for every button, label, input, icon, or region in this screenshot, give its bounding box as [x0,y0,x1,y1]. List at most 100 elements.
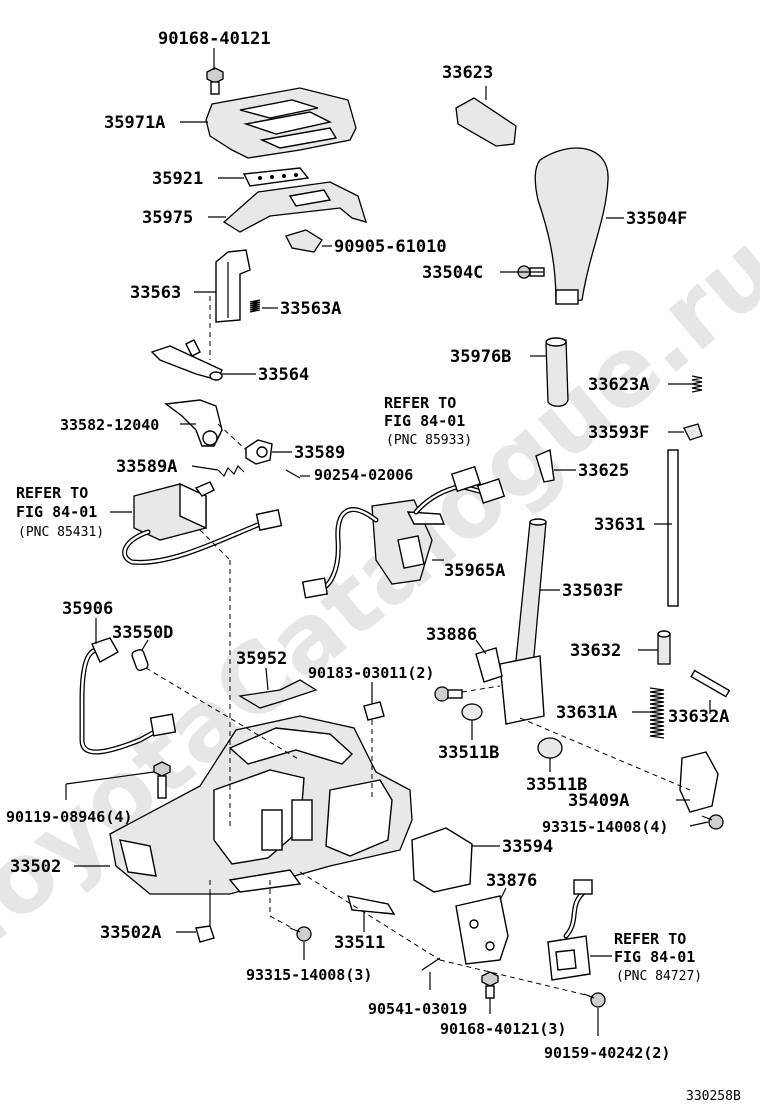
pin-90541-03019-part [421,957,441,971]
label-35906[interactable]: 35906 [62,599,113,619]
label-33582-12040[interactable]: 33582-12040 [60,416,159,434]
plate-35952-part [238,679,318,709]
ref-84727-line3[interactable]: (PNC 84727) [616,969,702,984]
bracket-33582-12040-part [164,399,223,447]
shaft-33511-part [347,895,396,915]
ref-84727-line2: FIG 84-01 [614,948,695,966]
labels: 90168-40121 35971A 35921 35975 90905-610… [6,29,741,1104]
label-93315-14008-4[interactable]: 93315-14008(4) [542,818,668,836]
indicator-35965A-part [371,499,446,585]
screw-90168-40121-3-part [481,971,499,999]
spring-33631A-part [649,687,665,739]
bracket-35409A-part [679,751,719,813]
screw-93315-14008-3-part [289,926,312,942]
label-33589[interactable]: 33589 [294,443,345,463]
label-35965A[interactable]: 35965A [444,561,505,581]
switch-connector-part [573,879,593,895]
label-33876[interactable]: 33876 [486,871,537,891]
ref-84727-line1: REFER TO [614,930,686,948]
label-35976B[interactable]: 35976B [450,347,511,367]
label-35975[interactable]: 35975 [142,208,193,228]
screw-90168-40121-part [206,67,224,95]
label-33886[interactable]: 33886 [426,625,477,645]
label-35409A[interactable]: 35409A [568,791,629,811]
label-33504C[interactable]: 33504C [422,263,483,283]
label-90905-61010[interactable]: 90905-61010 [334,237,447,257]
sleeve-35976B-part [545,337,569,407]
label-35971A[interactable]: 35971A [104,113,165,133]
lever-33564-part [150,339,223,381]
ref-85431-line1: REFER TO [16,484,88,502]
lamp-connector-part [149,713,177,737]
label-35921[interactable]: 35921 [152,169,203,189]
figure-code: 330258B [686,1089,741,1104]
ref-85933-line1: REFER TO [384,394,456,412]
grommet-33502A-part [195,925,215,943]
label-90541-03019[interactable]: 90541-03019 [368,1000,467,1018]
watermark: ToyotaCatalogue.ru [0,212,760,977]
pin-33632-part [657,630,671,665]
switch-84727-part [547,935,591,981]
label-33563[interactable]: 33563 [130,283,181,303]
lever-shaft-33503F-part [499,518,547,725]
ref-85431-line3[interactable]: (PNC 85431) [18,525,104,540]
slider-33563-part [215,249,251,323]
label-33625[interactable]: 33625 [578,461,629,481]
label-33631[interactable]: 33631 [594,515,645,535]
label-33503F[interactable]: 33503F [562,581,623,601]
label-35952[interactable]: 35952 [236,649,287,669]
assembly-lines [145,296,691,997]
cover-33594-part [411,827,473,893]
pin-33632A-part [690,669,731,698]
base-housing-33502-part [109,715,413,895]
spring-33563A-part [249,299,261,313]
cap-33593F-part [683,423,703,441]
plate-35921-part [242,167,310,187]
label-90254-02006[interactable]: 90254-02006 [314,466,413,484]
leader-lines [65,48,711,1036]
label-33511B-2[interactable]: 33511B [526,775,587,795]
label-90119-08946[interactable]: 90119-08946(4) [6,808,132,826]
label-33563A[interactable]: 33563A [280,299,341,319]
label-93315-14008-3[interactable]: 93315-14008(3) [246,966,372,984]
label-33632A[interactable]: 33632A [668,707,729,727]
label-90159-40242[interactable]: 90159-40242(2) [544,1044,670,1062]
label-90168-40121-3[interactable]: 90168-40121(3) [440,1020,566,1038]
bracket-33886-part [475,647,503,683]
solenoid-connector-part [255,509,283,531]
plate-33876-part [455,895,509,965]
ref-85933-line2: FIG 84-01 [384,412,465,430]
label-33504F[interactable]: 33504F [626,209,687,229]
label-90183-03011[interactable]: 90183-03011(2) [308,664,434,682]
ref-85933-line3[interactable]: (PNC 85933) [386,433,472,448]
label-33631A[interactable]: 33631A [556,703,617,723]
label-33511[interactable]: 33511 [334,933,385,953]
button-33623-part [455,97,517,147]
label-33594[interactable]: 33594 [502,837,553,857]
bushing-33511B-a-part [461,703,483,721]
label-33623[interactable]: 33623 [442,63,493,83]
label-33511B-1[interactable]: 33511B [438,743,499,763]
bolt-33886-part [434,686,463,702]
solenoid-85431-part [133,481,215,541]
label-33502[interactable]: 33502 [10,857,61,877]
housing-35975-part [222,181,367,233]
label-33593F[interactable]: 33593F [588,423,649,443]
knob-33504F-part [534,147,609,305]
label-33502A[interactable]: 33502A [100,923,161,943]
indicator-connector-c-part [301,577,329,599]
retainer-33589-part [245,439,273,465]
label-33564[interactable]: 33564 [258,365,309,385]
label-90168-40121[interactable]: 90168-40121 [158,29,271,49]
screw-93315-14008-4-part [701,814,724,830]
label-33589A[interactable]: 33589A [116,457,177,477]
label-33623A[interactable]: 33623A [588,375,649,395]
indicator-connector-b-part [476,478,506,504]
cover-35971A-part [205,87,357,159]
label-33550D[interactable]: 33550D [112,623,173,643]
screw-90159-40242-part [583,992,606,1008]
label-33632[interactable]: 33632 [570,641,621,661]
indicator-connector-a-part [450,465,482,493]
bushing-33511B-b-part [537,737,563,759]
